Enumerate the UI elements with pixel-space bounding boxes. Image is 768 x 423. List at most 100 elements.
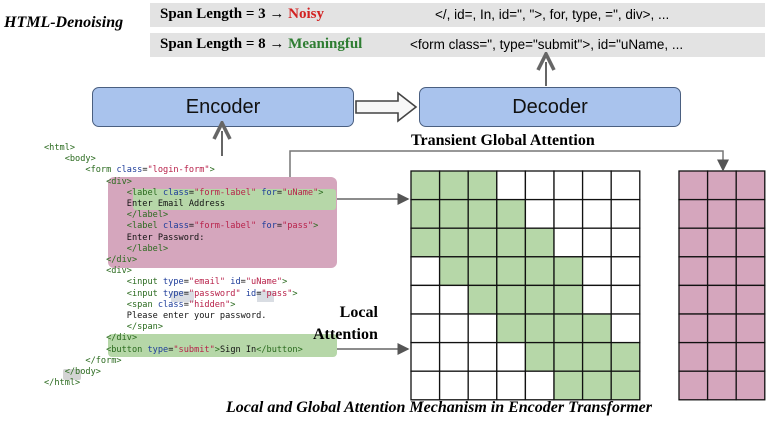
code-token: <input — [44, 288, 163, 299]
span-tokens-meaningful: <form class=", type="submit">, id="uName… — [410, 37, 684, 52]
code-token: for — [261, 221, 277, 232]
code-line: <body> — [44, 154, 323, 165]
attention-cell-empty — [581, 284, 612, 315]
code-token: "form-label" — [194, 187, 257, 198]
code-line: <input type="email" id="uName"> — [44, 277, 323, 288]
attention-cell-active — [524, 227, 555, 258]
span-prefix: Span Length = 3 → — [160, 6, 289, 22]
code-token: for — [261, 187, 277, 198]
code-token: "login-form" — [147, 165, 210, 176]
code-token: <div> — [44, 176, 132, 187]
code-token: = — [142, 165, 148, 176]
attention-cell-active — [524, 256, 555, 287]
attention-cell-empty — [581, 170, 612, 201]
code-token: <form — [44, 165, 117, 176]
global-attention-cell — [678, 341, 709, 372]
code-line: </label> — [44, 244, 323, 255]
code-line: <button type="submit">Sign In</button> — [44, 345, 323, 356]
global-attention-cell — [706, 370, 737, 401]
code-line: <input type="password" id="pass"> — [44, 289, 323, 300]
attention-cell-empty — [496, 170, 527, 201]
code-token: = — [276, 187, 283, 198]
attention-cell-empty — [610, 227, 641, 258]
attention-cell-active — [553, 313, 584, 344]
code-token: "form-label" — [194, 221, 257, 232]
code-token: > — [282, 277, 288, 288]
span-label-meaningful: Span Length = 8 → Meaningful — [160, 36, 362, 53]
global-attention-cell — [735, 341, 766, 372]
attention-cell-empty — [496, 341, 527, 372]
attention-cell-active — [581, 341, 612, 372]
code-token: class — [163, 221, 189, 232]
attention-cell-active — [467, 227, 498, 258]
attention-cell-empty — [467, 341, 498, 372]
global-attention-label: Transient Global Attention — [411, 132, 595, 149]
highlight-id-token — [257, 291, 274, 302]
global-attention-cell — [706, 284, 737, 315]
attention-cell-active — [496, 227, 527, 258]
highlight-body-grey — [63, 369, 81, 380]
attention-cell-active — [467, 198, 498, 229]
global-attention-cell — [678, 370, 709, 401]
code-token: "email" — [188, 277, 226, 288]
code-token: type — [163, 288, 184, 299]
code-line: Enter Email Address — [44, 199, 323, 210]
attention-cell-active — [438, 170, 469, 201]
code-token: > — [318, 187, 324, 198]
code-token: class — [157, 299, 184, 310]
attention-cell-empty — [553, 198, 584, 229]
code-token: <label — [44, 187, 163, 198]
attention-cell-active — [553, 284, 584, 315]
highlight-button-green — [108, 334, 337, 357]
attention-cell-active — [553, 341, 584, 372]
code-line: <div> — [44, 177, 323, 188]
code-line: </div> — [44, 255, 323, 266]
code-token: "pass" — [282, 221, 314, 232]
code-token: "uName" — [282, 187, 319, 198]
attention-cell-empty — [410, 313, 441, 344]
attention-cell-empty — [467, 370, 498, 401]
code-token: <body> — [44, 154, 96, 165]
attention-cell-active — [610, 341, 641, 372]
code-token: </div> — [44, 255, 138, 266]
code-token: = — [183, 299, 189, 310]
attention-cell-empty — [610, 313, 641, 344]
attention-cell-active — [553, 370, 584, 401]
global-attention-cell — [706, 313, 737, 344]
code-token: type — [147, 344, 169, 355]
code-token: = — [188, 187, 195, 198]
code-token: <input — [44, 277, 163, 288]
code-token: type — [163, 277, 184, 288]
span-row-noisy: Span Length = 3 → Noisy </, id=, In, id=… — [150, 3, 765, 27]
attention-cell-empty — [438, 370, 469, 401]
code-token: > — [209, 165, 215, 176]
global-attention-cell — [678, 170, 709, 201]
code-line: <form class="login-form"> — [44, 165, 323, 176]
local-attention-label: Local Attention — [313, 304, 378, 343]
attention-cell-active — [496, 284, 527, 315]
code-token: class — [116, 165, 143, 176]
code-line: <label class="form-label" for="uName"> — [44, 187, 324, 199]
attention-cell-empty — [410, 256, 441, 287]
attention-cell-active — [524, 313, 555, 344]
span-word-meaningful: Meaningful — [288, 36, 363, 52]
attention-cell-empty — [610, 284, 641, 315]
code-token: > — [214, 344, 220, 355]
global-attention-cell — [735, 370, 766, 401]
code-token: <html> — [44, 143, 76, 153]
global-attention-cell — [678, 313, 709, 344]
code-token: = — [183, 288, 189, 299]
global-attention-cell — [735, 313, 766, 344]
code-token: </label> — [44, 210, 169, 221]
code-token: > — [313, 221, 319, 232]
highlight-type-token — [171, 291, 194, 302]
code-token: <button — [44, 344, 148, 355]
code-line: </label> — [44, 210, 323, 221]
code-token: <span — [44, 299, 158, 310]
code-token: </body> — [44, 367, 101, 378]
code-token: > — [292, 288, 298, 299]
attention-cell-active — [438, 227, 469, 258]
attention-cell-active — [581, 370, 612, 401]
attention-cell-empty — [581, 198, 612, 229]
